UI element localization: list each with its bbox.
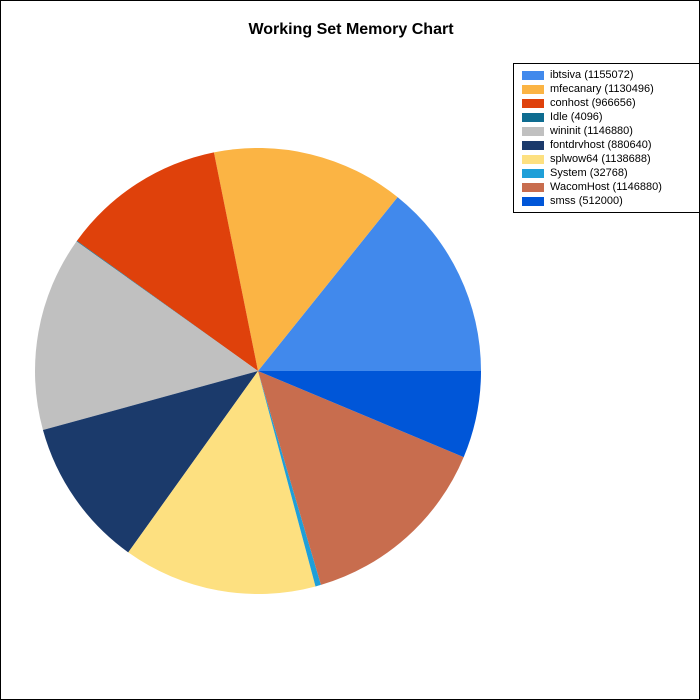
pie-slice-smss [258,371,481,458]
legend-item-ibtsiva: ibtsiva (1155072) [522,68,699,82]
legend-label: smss (512000) [550,195,623,207]
legend-swatch [522,84,544,94]
legend-label: System (32768) [550,167,628,179]
legend-swatch [522,98,544,108]
legend-item-mfecanary: mfecanary (1130496) [522,82,699,96]
pie-slice-wacomhost [258,371,464,585]
legend-label: wininit (1146880) [550,125,633,137]
pie-slice-fontdrvhost [42,371,259,553]
legend-item-fontdrvhost: fontdrvhost (880640) [522,138,699,152]
pie-slice-system [258,371,321,587]
legend: ibtsiva (1155072) mfecanary (1130496) conh… [513,63,699,213]
legend-item-system: System (32768) [522,166,699,180]
legend-item-conhost: conhost (966656) [522,96,699,110]
pie-slice-mfecanary [213,147,398,371]
legend-label: WacomHost (1146880) [550,181,662,193]
legend-label: ibtsiva (1155072) [550,69,634,81]
legend-label: mfecanary (1130496) [550,83,654,95]
legend-item-wacomhost: WacomHost (1146880) [522,180,699,194]
legend-label: conhost (966656) [550,97,636,109]
legend-label: Idle (4096) [550,111,603,123]
pie-slice-splwow64 [128,371,316,594]
legend-item-wininit: wininit (1146880) [522,124,699,138]
legend-label: fontdrvhost (880640) [550,139,652,151]
legend-swatch [522,126,544,136]
legend-swatch [522,196,544,206]
legend-item-smss: smss (512000) [522,194,699,208]
legend-swatch [522,168,544,178]
legend-item-splwow64: splwow64 (1138688) [522,152,699,166]
pie-slice-wininit [34,241,258,431]
legend-item-idle: Idle (4096) [522,110,699,124]
pie-slice-conhost [76,152,258,371]
legend-label: splwow64 (1138688) [550,153,651,165]
legend-swatch [522,140,544,150]
legend-swatch [522,154,544,164]
legend-swatch [522,182,544,192]
pie-slice-idle [76,240,259,371]
chart-title: Working Set Memory Chart [248,21,454,38]
pie-slice-ibtsiva [258,197,481,371]
legend-swatch [522,112,544,122]
legend-swatch [522,70,544,80]
